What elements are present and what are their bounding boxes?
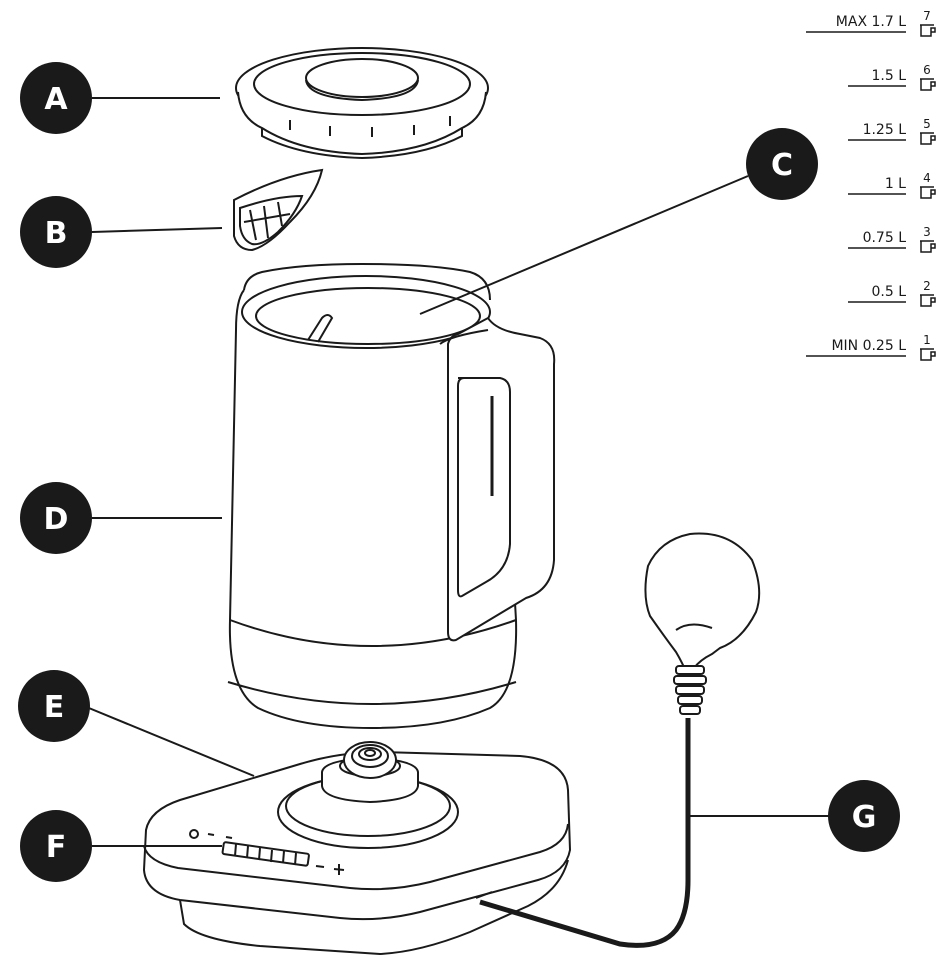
leader-c: [419, 175, 749, 315]
scale-row: MIN 0.25 L 1: [806, 333, 936, 361]
scale-cup-count: 5: [923, 117, 931, 131]
scale-volume-label: MAX 1.7 L: [836, 14, 906, 30]
callout-f: F: [20, 810, 92, 882]
svg-text:F: F: [46, 830, 67, 865]
scale-row: 1.5 L 6: [848, 63, 936, 91]
scale-volume-label: 1.5 L: [871, 68, 906, 84]
cup-icon: [920, 294, 936, 307]
callout-d: D: [20, 482, 92, 554]
svg-text:A: A: [44, 82, 68, 117]
callout-a: A: [20, 62, 92, 134]
scale-row: 1.25 L 5: [848, 117, 936, 145]
base-part: [142, 741, 572, 956]
scale-cup-count: 6: [923, 63, 931, 77]
leader-b: [91, 227, 223, 233]
kettle-body-part: [227, 262, 556, 730]
cup-icon: [920, 78, 936, 91]
leader-e: [83, 705, 255, 777]
scale-cup-count: 1: [923, 333, 931, 347]
scale-volume-label: 1.25 L: [863, 122, 907, 138]
cup-icon: [920, 240, 936, 253]
scale-cup-count: 7: [923, 9, 931, 23]
cup-icon: [920, 348, 936, 361]
scale-cup-count: 3: [923, 225, 931, 239]
callout-b: B: [20, 196, 92, 268]
svg-text:B: B: [45, 216, 68, 251]
cord-plug-part: [479, 532, 761, 948]
scale-volume-label: MIN 0.25 L: [831, 338, 906, 354]
scale-volume-label: 1 L: [885, 176, 906, 192]
svg-text:E: E: [44, 690, 65, 725]
lid-part: [235, 47, 489, 160]
svg-text:G: G: [852, 800, 877, 835]
cup-icon: [920, 132, 936, 145]
fill-level-scale: MAX 1.7 L 7 1.5 L 6 1.25 L 5 1 L 4 0.75 L 3 0.5 L 2…: [806, 9, 936, 361]
svg-text:D: D: [44, 502, 69, 537]
leader-lines: [83, 97, 830, 847]
scale-cup-count: 2: [923, 279, 931, 293]
callout-c: C: [746, 128, 818, 200]
scale-cup-count: 4: [923, 171, 931, 185]
scale-row: 0.5 L 2: [848, 279, 936, 307]
scale-row: 1 L 4: [848, 171, 936, 199]
scale-row: 0.75 L 3: [848, 225, 936, 253]
scale-row: MAX 1.7 L 7: [806, 9, 936, 37]
filter-part: [233, 168, 324, 252]
cup-icon: [920, 24, 936, 37]
callout-g: G: [828, 780, 900, 852]
callout-e: E: [18, 670, 90, 742]
scale-volume-label: 0.75 L: [863, 230, 907, 246]
svg-text:C: C: [771, 148, 793, 183]
cup-icon: [920, 186, 936, 199]
scale-volume-label: 0.5 L: [871, 284, 906, 300]
